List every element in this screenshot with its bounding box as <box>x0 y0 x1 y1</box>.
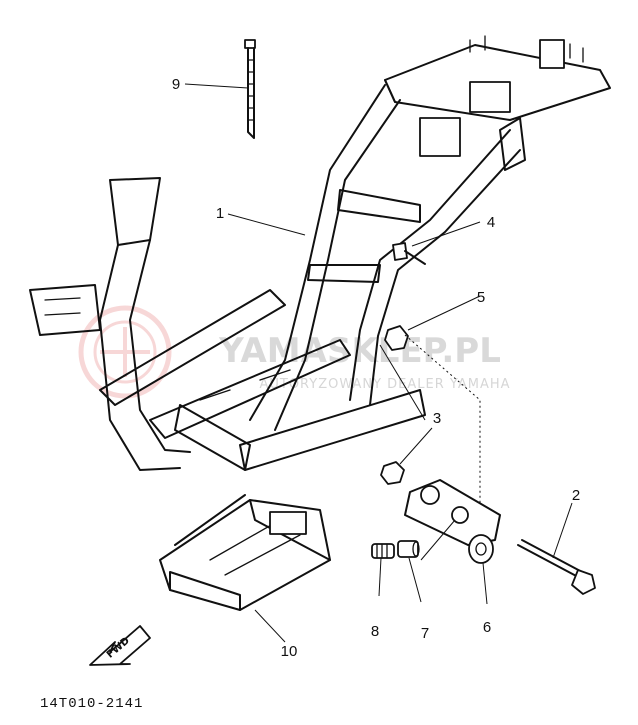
leader-8 <box>378 557 382 597</box>
leader-2 <box>552 502 573 559</box>
callout-3: 3 <box>433 410 441 427</box>
part-10-under-cover <box>159 494 331 611</box>
part-5-nut <box>384 325 409 351</box>
part-6-bushing <box>468 534 494 564</box>
callout-10: 10 <box>281 643 298 660</box>
fwd-arrow: FWD <box>89 625 151 666</box>
callout-7: 7 <box>421 625 429 642</box>
part-1-main-frame <box>29 35 611 471</box>
part-8-spring <box>371 543 395 559</box>
callout-5: 5 <box>477 289 485 306</box>
callout-9: 9 <box>172 76 180 93</box>
leader-9 <box>184 83 249 89</box>
watermark-tagline: AUTORYZOWANY DEALER YAMAHA <box>259 377 510 392</box>
part-9-cable-tie <box>244 39 256 139</box>
callout-4: 4 <box>487 214 495 231</box>
leader-1 <box>227 213 306 236</box>
callout-1: 1 <box>216 205 224 222</box>
callout-8: 8 <box>371 623 379 640</box>
callout-numbers: 9 1 4 5 3 2 8 7 6 10 <box>172 76 580 660</box>
leader-4 <box>411 221 481 247</box>
leader-lines <box>184 83 573 643</box>
leader-7 <box>408 557 422 603</box>
leader-6 <box>482 562 488 605</box>
leader-7b <box>420 519 456 561</box>
part-3-nut <box>380 461 405 485</box>
leader-5 <box>407 295 481 331</box>
part-4-bolt <box>392 242 426 265</box>
callout-6: 6 <box>483 619 491 636</box>
watermark-logo <box>78 305 172 399</box>
callout-2: 2 <box>572 487 580 504</box>
part-7-collar <box>397 540 420 558</box>
engine-mount-bracket <box>404 479 501 546</box>
leader-5b <box>379 344 426 421</box>
leader-10 <box>254 609 286 643</box>
leader-3 <box>399 427 433 465</box>
diagram-code: 14T010-2141 <box>40 696 143 712</box>
